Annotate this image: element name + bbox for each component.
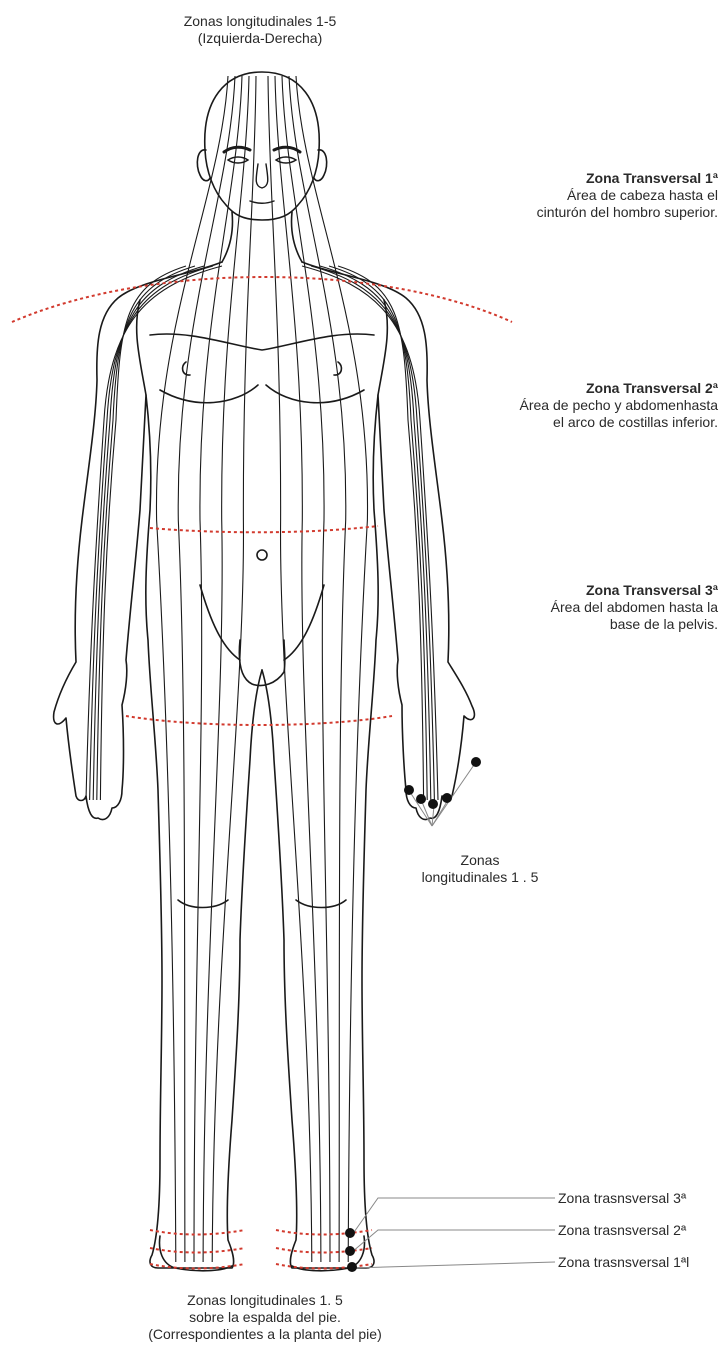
- right-foot-transversal-3: [276, 1230, 372, 1235]
- left-pec: [160, 385, 258, 403]
- zone-line-right-5: [296, 76, 368, 1262]
- zone-3-desc-2: base de la pelvis.: [440, 616, 718, 633]
- hand-label-line-1: Zonas: [395, 852, 565, 869]
- body-outline: [54, 72, 475, 1271]
- right-inner-arm: [378, 300, 387, 395]
- zone-3-desc-1: Área del abdomen hasta la: [440, 599, 718, 616]
- transversal-line-2: [150, 526, 378, 532]
- hand-dot-2: [416, 794, 426, 804]
- transversal-zone-3-label: Zona Transversal 3ª Área del abdomen has…: [440, 582, 718, 633]
- transversal-zone-2-label: Zona Transversal 2ª Área de pecho y abdo…: [440, 380, 718, 431]
- foot-dot-3: [345, 1228, 355, 1238]
- zone-3-title: Zona Transversal 3ª: [440, 582, 718, 599]
- bottom-caption-line-2: sobre la espalda del pie.: [120, 1309, 410, 1326]
- foot-pointer-line-3: [352, 1198, 555, 1235]
- zone-1-desc-1: Área de cabeza hasta el: [440, 187, 718, 204]
- right-ear: [314, 150, 327, 181]
- zone-1-desc-2: cinturón del hombro superior.: [440, 204, 718, 221]
- hand-dot-1: [404, 785, 414, 795]
- zone-2-desc-2: el arco de costillas inferior.: [440, 414, 718, 431]
- hand-label-line-2: longitudinales 1 . 5: [395, 869, 565, 886]
- hand-dot-4: [442, 793, 452, 803]
- foot-dot-2: [345, 1246, 355, 1256]
- genital-outline: [239, 640, 285, 686]
- zone-line-left-arm-5: [100, 266, 186, 800]
- top-caption: Zonas longitudinales 1-5 (Izquierda-Dere…: [160, 13, 360, 47]
- left-knee: [178, 900, 228, 908]
- hand-pointer-line-5: [432, 762, 476, 826]
- head-outline: [205, 72, 320, 220]
- foot-pointer-line-2: [352, 1230, 555, 1252]
- right-knee: [296, 900, 346, 908]
- zone-2-title: Zona Transversal 2ª: [440, 380, 718, 397]
- foot-zone-1-label: Zona trasnsversal 1ªl: [558, 1254, 720, 1271]
- zone-2-desc-1: Área de pecho y abdomenhasta: [440, 397, 718, 414]
- left-groin: [200, 585, 240, 660]
- foot-dot-1: [347, 1262, 357, 1272]
- top-caption-line-1: Zonas longitudinales 1-5: [160, 13, 360, 30]
- nose: [256, 164, 268, 188]
- zone-line-right-arm-5: [338, 266, 424, 800]
- foot-pointer-line-1: [352, 1262, 555, 1268]
- left-ear: [197, 150, 210, 181]
- transversal-zone-1-label: Zona Transversal 1ª Área de cabeza hasta…: [440, 170, 718, 221]
- left-side-outline: [54, 262, 262, 1268]
- left-foot-transversal-3: [150, 1230, 245, 1235]
- right-eye: [276, 157, 296, 163]
- navel: [257, 550, 267, 560]
- right-eyebrow: [274, 147, 300, 152]
- hand-dot-5: [471, 757, 481, 767]
- chest-line: [150, 334, 374, 350]
- hand-zones-label: Zonas longitudinales 1 . 5: [395, 852, 565, 886]
- zone-1-title: Zona Transversal 1ª: [440, 170, 718, 187]
- right-pec: [266, 385, 364, 403]
- foot-zone-2-label: Zona trasnsversal 2ª: [558, 1222, 720, 1239]
- foot-pointers: [352, 1198, 555, 1268]
- hand-dot-3: [428, 799, 438, 809]
- zone-line-right-arm-4: [329, 266, 427, 800]
- right-groin: [284, 585, 324, 660]
- right-foot-transversal-2: [276, 1248, 372, 1253]
- left-eyebrow: [224, 147, 250, 152]
- mouth: [250, 201, 274, 203]
- zone-line-left-arm-4: [97, 266, 195, 800]
- left-foot: [160, 1236, 232, 1271]
- left-inner-arm: [137, 300, 146, 395]
- transversal-line-1: [12, 277, 512, 322]
- zone-line-left-5: [156, 76, 228, 1262]
- foot-zone-3-label: Zona trasnsversal 3ª: [558, 1190, 720, 1207]
- bottom-caption-line-1: Zonas longitudinales 1. 5: [120, 1292, 410, 1309]
- bottom-caption: Zonas longitudinales 1. 5 sobre la espal…: [120, 1292, 410, 1343]
- top-caption-line-2: (Izquierda-Derecha): [160, 30, 360, 47]
- bottom-caption-line-3: (Correspondientes a la planta del pie): [120, 1326, 410, 1343]
- left-eye: [228, 157, 248, 163]
- longitudinal-zone-lines: [86, 76, 438, 1262]
